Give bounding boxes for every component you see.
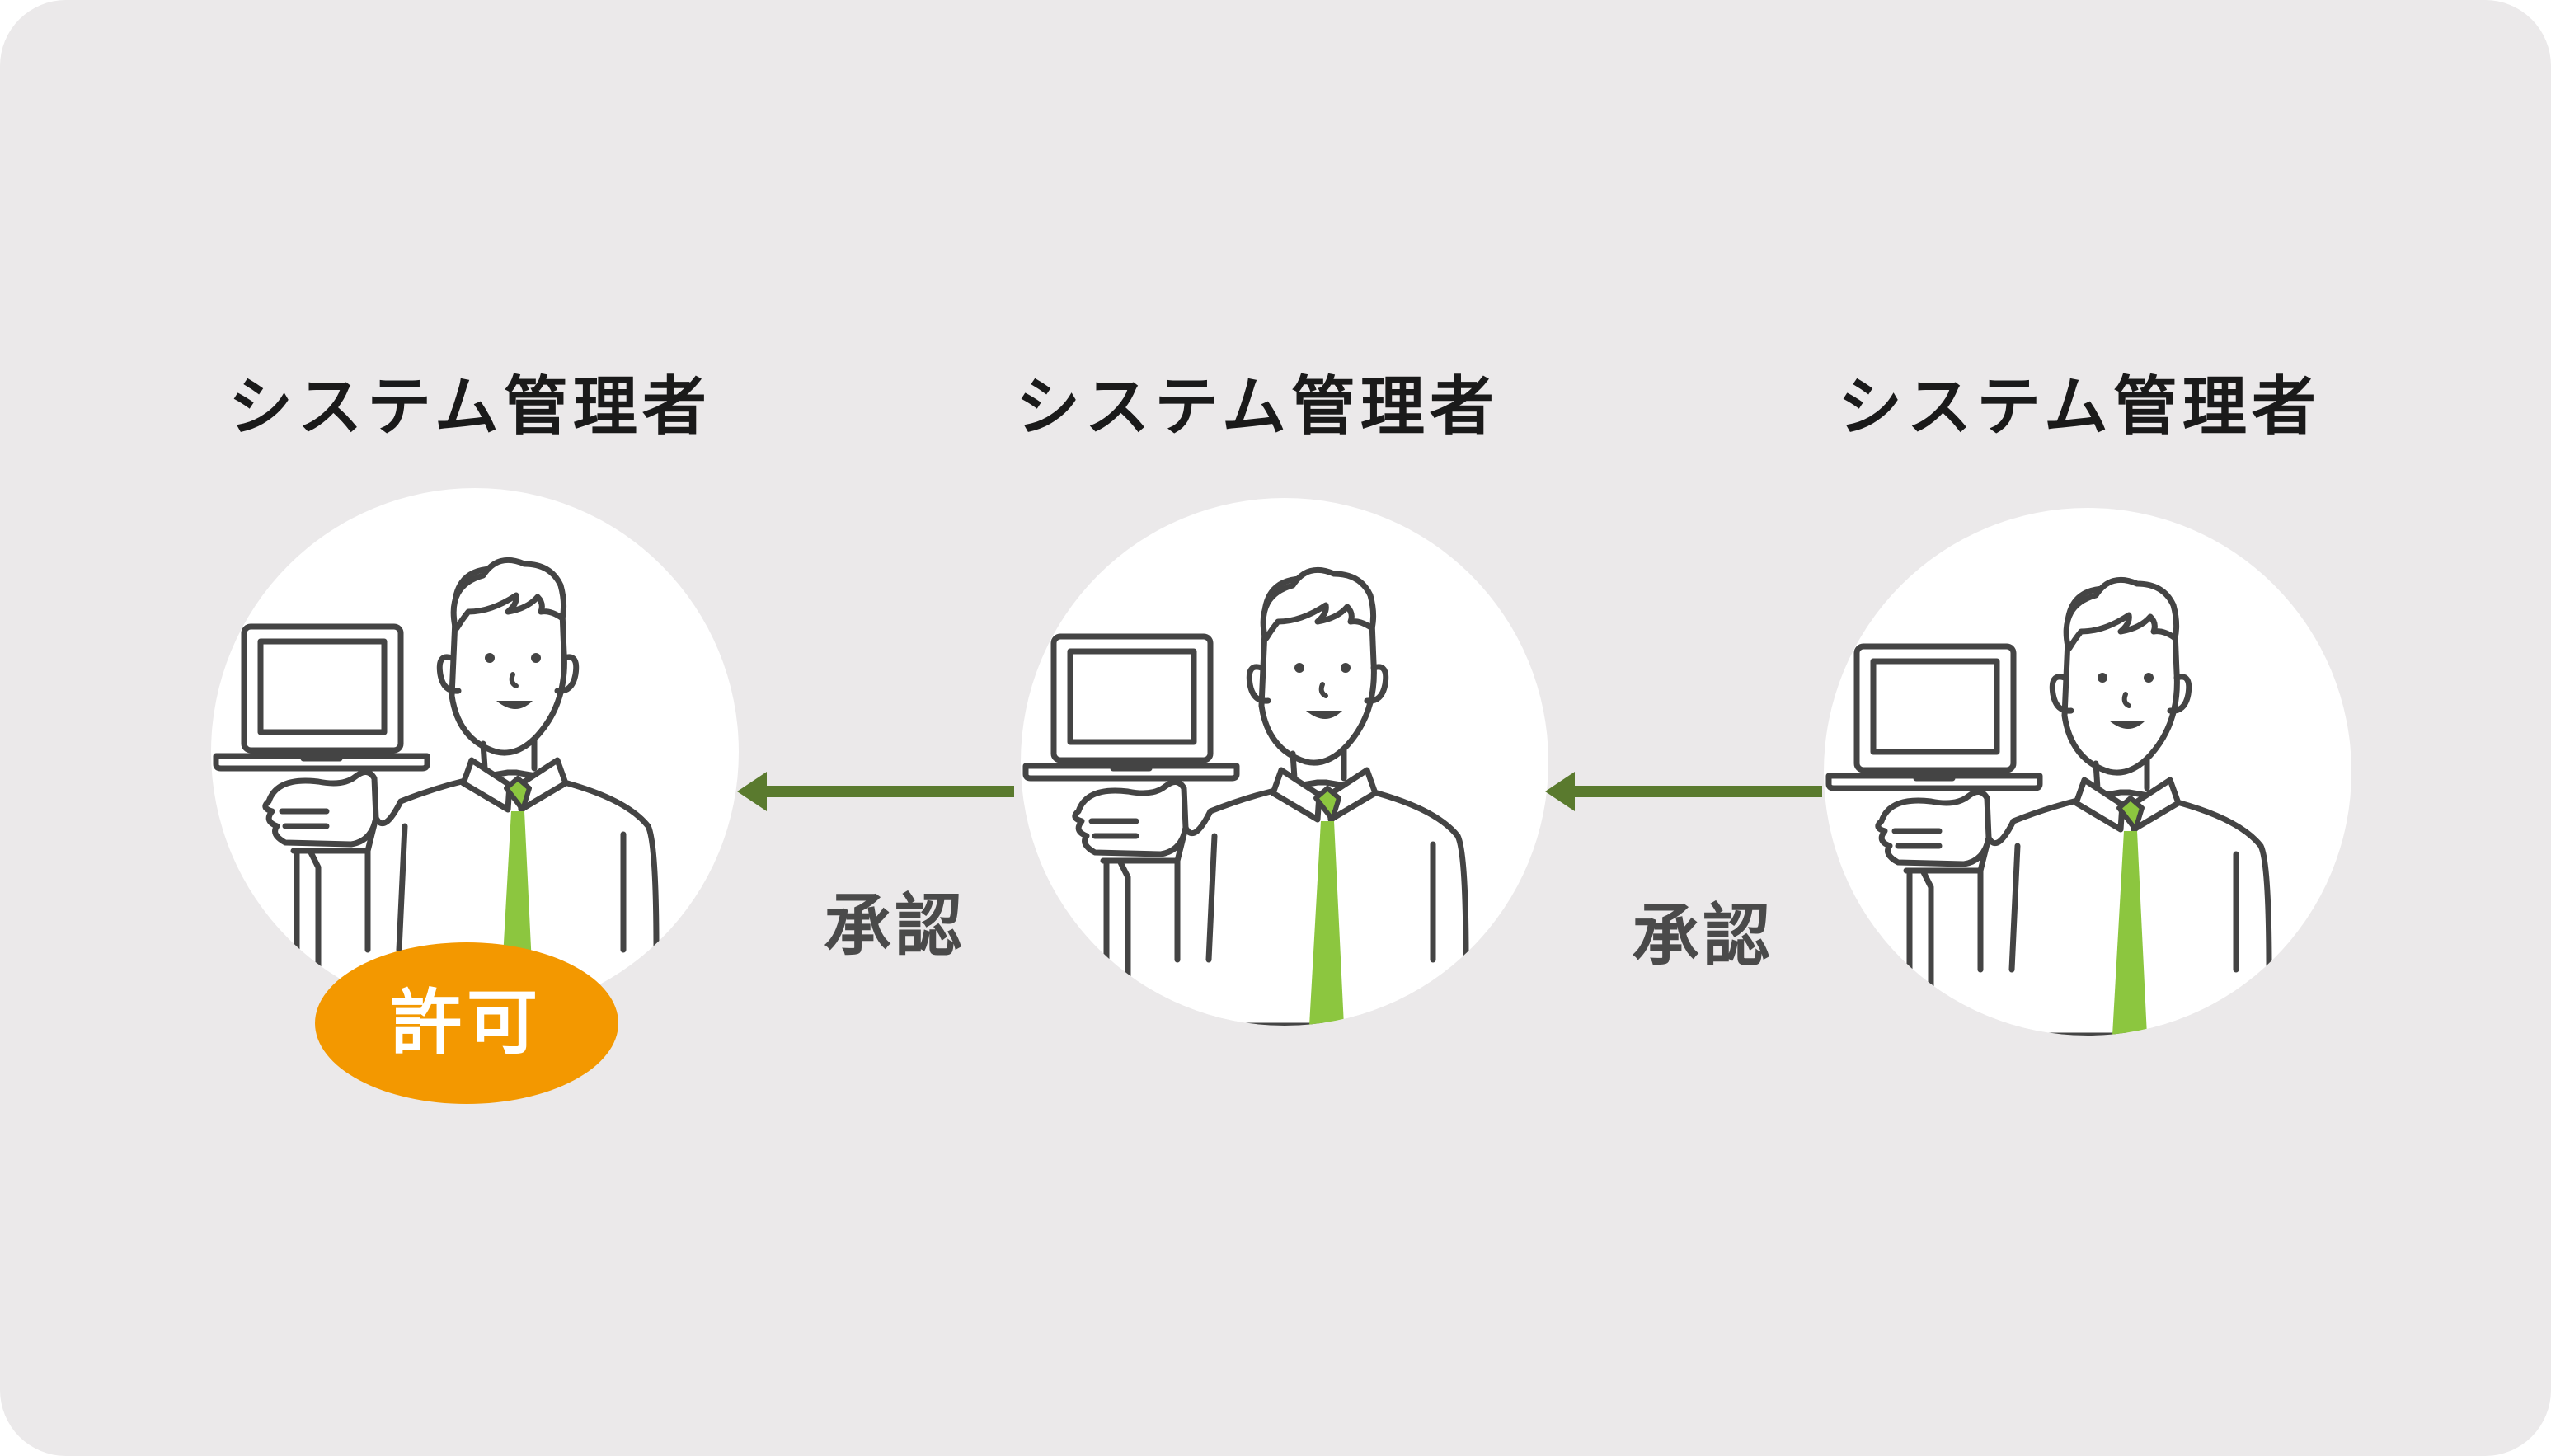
node-circle-1 (211, 488, 739, 1016)
approval-arrow-2 (1545, 772, 1822, 811)
approval-label-2: 承認 (1631, 897, 1773, 975)
node-circle-3 (1824, 508, 2351, 1036)
node-title-2: システム管理者 (1016, 370, 1499, 444)
node-title-1: システム管理者 (228, 370, 712, 444)
node-circle-2 (1021, 498, 1548, 1026)
approval-arrow-1 (737, 772, 1014, 811)
node-title-3: システム管理者 (1838, 370, 2321, 444)
admin-with-laptop-icon (213, 557, 660, 1016)
approval-label-1: 承認 (823, 887, 965, 965)
permission-badge-label: 許可 (391, 982, 543, 1064)
admin-with-laptop-icon (1825, 576, 2272, 1036)
admin-with-laptop-icon (1022, 566, 1469, 1026)
permission-badge: 許可 (315, 942, 618, 1104)
